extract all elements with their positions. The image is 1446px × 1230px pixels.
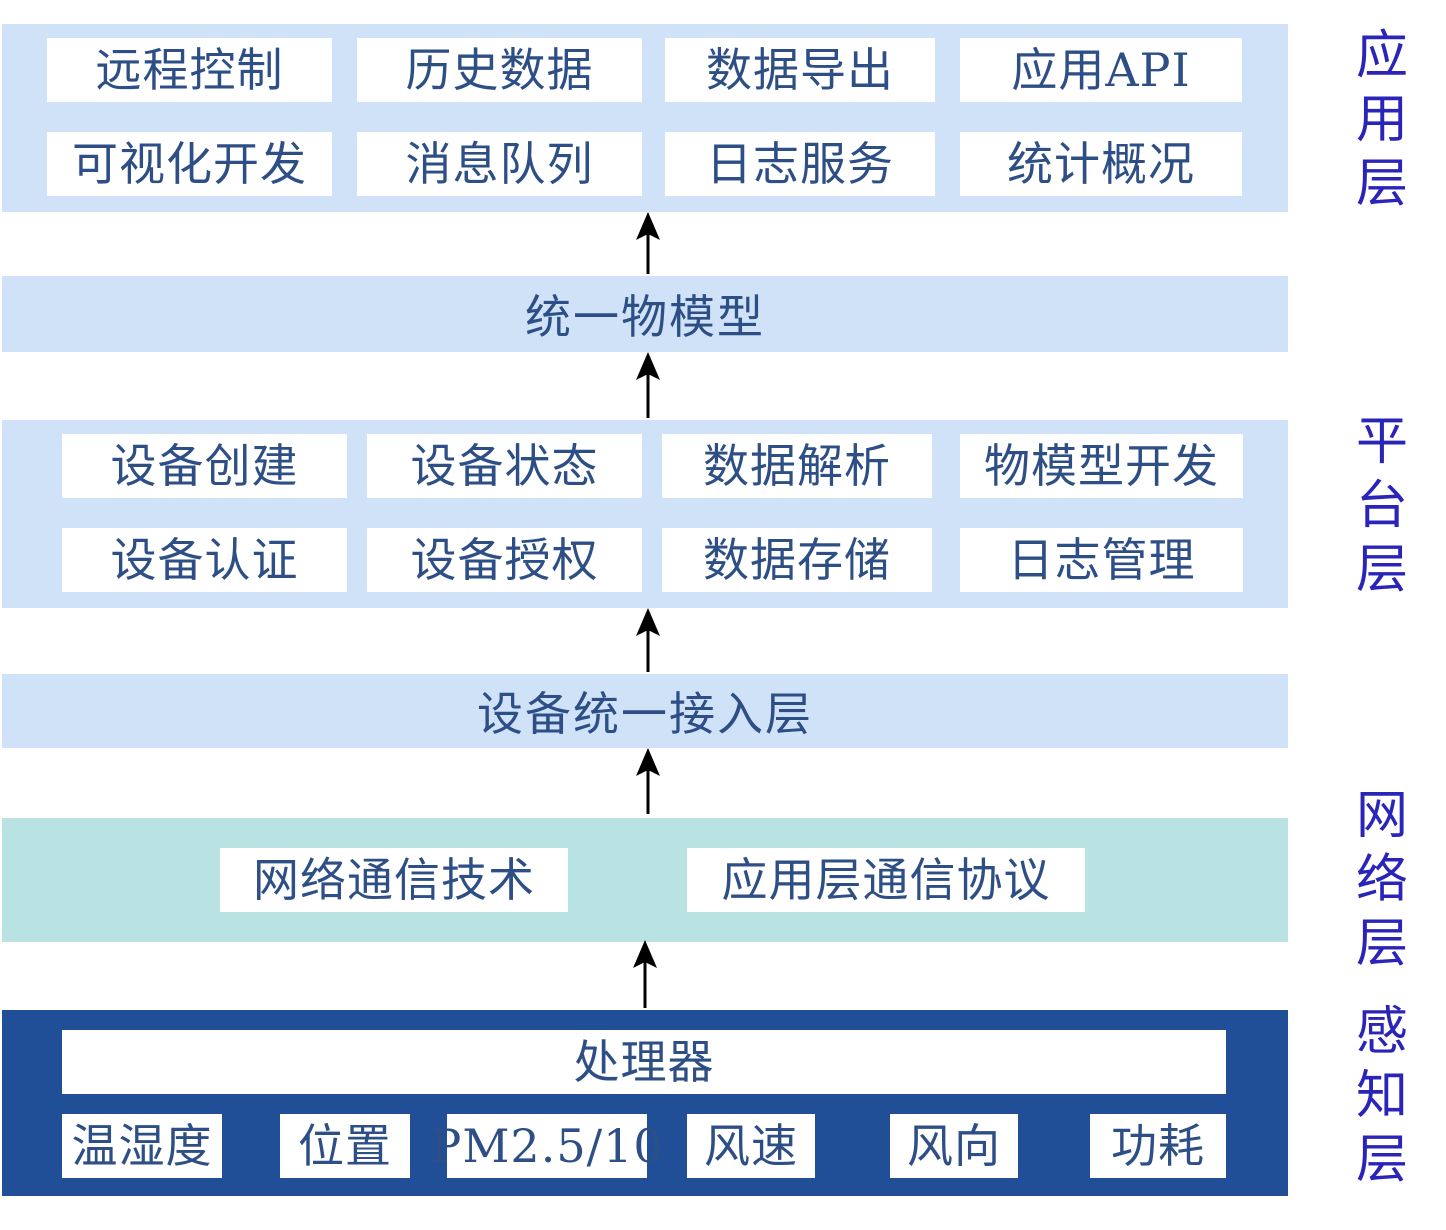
platform-item-log-manage: 日志管理 <box>960 528 1243 592</box>
perception-layer-band: 处理器 温湿度 位置 PM2.5/10 风速 风向 功耗 <box>2 1010 1288 1196</box>
app-item-remote-control: 远程控制 <box>47 38 332 102</box>
app-item-statistics: 统计概况 <box>960 132 1242 196</box>
unified-access-label: 设备统一接入层 <box>477 687 813 741</box>
side-label-perception: 感知层 <box>1355 1002 1408 1190</box>
app-item-history-data: 历史数据 <box>357 38 642 102</box>
sensor-temp-humidity: 温湿度 <box>62 1114 222 1178</box>
side-label-platform: 平台层 <box>1355 412 1408 600</box>
sensor-wind-direction: 风向 <box>890 1114 1018 1178</box>
unified-model-label: 统一物模型 <box>525 290 765 344</box>
app-item-log-service: 日志服务 <box>665 132 935 196</box>
network-item-comm-tech: 网络通信技术 <box>220 848 568 912</box>
application-layer-band: 远程控制 历史数据 数据导出 应用API 可视化开发 消息队列 日志服务 统计概… <box>2 24 1288 212</box>
platform-item-device-create: 设备创建 <box>62 434 347 498</box>
app-item-data-export: 数据导出 <box>665 38 935 102</box>
arrow-model-to-application <box>636 212 660 274</box>
side-label-network: 网络层 <box>1355 786 1408 974</box>
arrow-platform-to-model <box>636 352 660 418</box>
app-item-message-queue: 消息队列 <box>357 132 642 196</box>
network-item-app-protocol: 应用层通信协议 <box>687 848 1085 912</box>
unified-access-band: 设备统一接入层 <box>2 674 1288 748</box>
platform-layer-band: 设备创建 设备状态 数据解析 物模型开发 设备认证 设备授权 数据存储 日志管理 <box>2 420 1288 608</box>
sensor-pm: PM2.5/10 <box>430 1114 663 1178</box>
arrow-network-to-access <box>636 748 660 814</box>
app-item-app-api: 应用API <box>960 38 1242 102</box>
network-layer-band: 网络通信技术 应用层通信协议 <box>2 818 1288 942</box>
unified-model-band: 统一物模型 <box>2 276 1288 352</box>
arrow-perception-to-network <box>633 940 657 1008</box>
processor-box: 处理器 <box>62 1030 1226 1094</box>
platform-item-device-auth: 设备认证 <box>62 528 347 592</box>
platform-item-model-dev: 物模型开发 <box>960 434 1243 498</box>
sensor-wind-speed: 风速 <box>687 1114 815 1178</box>
side-label-application: 应用层 <box>1355 26 1408 214</box>
arrow-access-to-platform <box>636 608 660 672</box>
platform-item-data-storage: 数据存储 <box>662 528 932 592</box>
platform-item-device-status: 设备状态 <box>367 434 642 498</box>
platform-item-device-authorize: 设备授权 <box>367 528 642 592</box>
sensor-location: 位置 <box>280 1114 410 1178</box>
app-item-visual-dev: 可视化开发 <box>47 132 332 196</box>
platform-item-data-parse: 数据解析 <box>662 434 932 498</box>
sensor-power: 功耗 <box>1090 1114 1226 1178</box>
